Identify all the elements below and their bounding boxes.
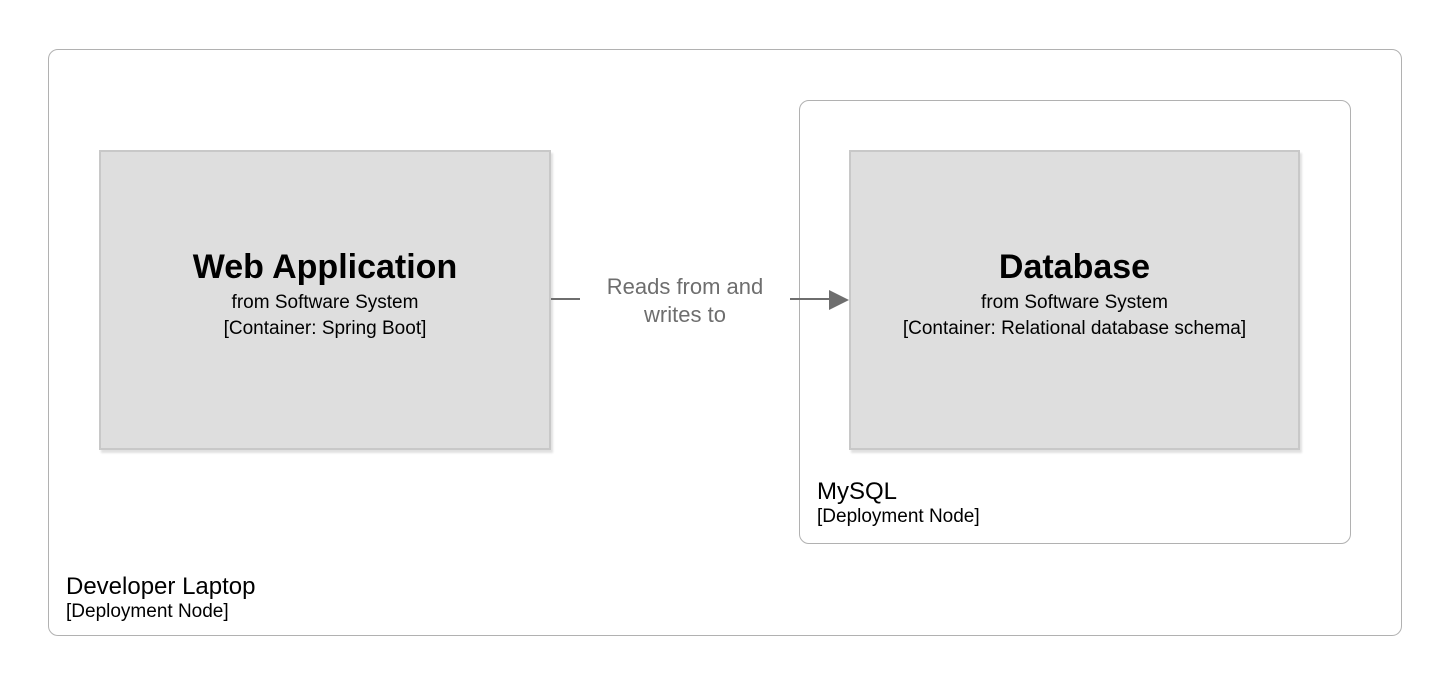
element-origin: from Software System bbox=[231, 291, 419, 313]
element-title: Web Application bbox=[192, 248, 458, 287]
node-meta-mysql: [Deployment Node] bbox=[817, 506, 980, 528]
element-meta: [Container: Spring Boot] bbox=[223, 318, 427, 340]
deployment-node-label: MySQL [Deployment Node] bbox=[817, 478, 980, 530]
deployment-node-mysql[interactable]: MySQL [Deployment Node] bbox=[799, 100, 1351, 544]
container-web-application[interactable]: Web Application from Software System [Co… bbox=[99, 150, 551, 450]
node-meta-developer-laptop: [Deployment Node] bbox=[66, 601, 229, 623]
deployment-node-label: Developer Laptop [Deployment Node] bbox=[66, 573, 255, 625]
relationship-label[interactable]: Reads from and writes to bbox=[580, 271, 790, 331]
element-meta: [Container: Relational database schema] bbox=[902, 318, 1247, 340]
node-name-developer-laptop: Developer Laptop bbox=[66, 572, 256, 600]
container-database[interactable]: Database from Software System [Container… bbox=[849, 150, 1300, 450]
node-name-mysql: MySQL bbox=[817, 477, 898, 505]
element-origin: from Software System bbox=[981, 291, 1168, 313]
element-title: Database bbox=[998, 248, 1151, 287]
deployment-node-developer-laptop[interactable]: Developer Laptop [Deployment Node] bbox=[48, 49, 1402, 636]
arrowhead-icon bbox=[829, 290, 849, 310]
